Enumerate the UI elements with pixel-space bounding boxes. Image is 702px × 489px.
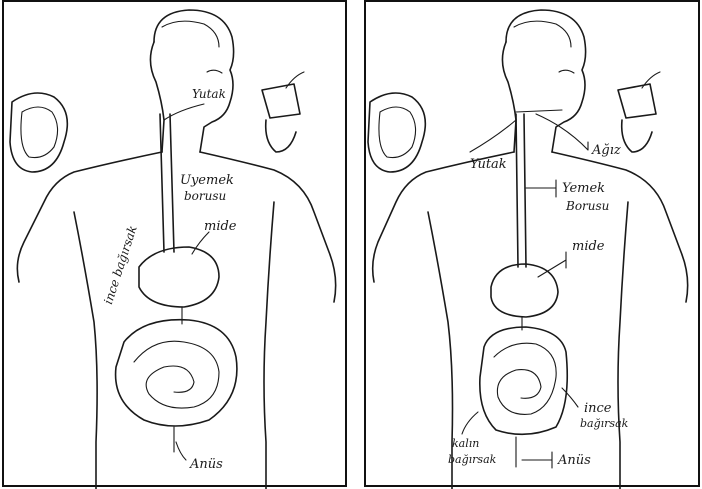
torso-right-side [618, 202, 628, 489]
anus-pointer [176, 442, 186, 460]
right-body-drawing [366, 2, 702, 489]
head-outline [154, 10, 234, 152]
right-shoulder [552, 152, 688, 302]
label-kalin-right: kalın [452, 438, 479, 449]
bread [368, 93, 425, 172]
esophagus-left [516, 114, 518, 267]
label-borusu-right: Borusu [566, 200, 609, 212]
intestine-coils [134, 341, 219, 408]
anus-pointer [522, 452, 552, 468]
stomach [139, 247, 219, 307]
intestine-coils [494, 343, 556, 414]
label-mide-right: mide [572, 240, 605, 253]
bread-inner [379, 107, 416, 158]
stomach [491, 264, 558, 317]
head-back-outline [150, 42, 164, 152]
label-yutak-right: Yutak [470, 158, 507, 171]
kalin-bagirsak-pointer [462, 412, 478, 434]
right-hand [622, 120, 652, 152]
mide-pointer [538, 252, 566, 277]
label-yemek-borusu-2-left: borusu [184, 190, 226, 202]
label-kalin-bagirsak-right: bağırsak [448, 454, 496, 465]
torso-left-side [428, 212, 453, 489]
eye [207, 70, 222, 73]
right-diagram-panel: Yutak Ağız Yemek Borusu mide ince bağırs… [364, 0, 700, 487]
left-diagram-panel: Yutak Uyemek borusu mide ince bağırsak A… [2, 0, 347, 487]
label-ince-right: ince [584, 402, 612, 415]
cup [618, 84, 656, 118]
yemek-borusu-pointer [526, 180, 556, 197]
label-agiz-right: Ağız [592, 144, 621, 157]
label-bagirsak-right: bağırsak [580, 418, 628, 429]
label-mide-left: mide [204, 220, 237, 233]
esophagus-right [524, 114, 526, 267]
label-anus-left: Anüs [190, 458, 223, 471]
torso-right-side [264, 202, 274, 489]
head-back-outline [502, 42, 516, 152]
label-anus-right: Anüs [558, 454, 591, 467]
cup [262, 84, 300, 118]
right-hand [266, 120, 296, 152]
label-yemek-right: Yemek [562, 182, 605, 195]
torso-left-side [74, 212, 97, 489]
esophagus-right [170, 114, 174, 252]
bread-inner [21, 107, 58, 158]
eye [559, 70, 574, 73]
yutak-pointer [470, 120, 516, 152]
head-outline [506, 10, 586, 152]
mouth-line [516, 110, 562, 112]
hair-line [162, 21, 219, 47]
label-yemek-borusu-1-left: Uyemek [180, 174, 234, 187]
left-body-drawing [4, 2, 349, 489]
bread [10, 93, 67, 172]
agiz-pointer [536, 114, 588, 150]
label-yutak-left: Yutak [192, 88, 226, 100]
hair-line [514, 21, 571, 47]
